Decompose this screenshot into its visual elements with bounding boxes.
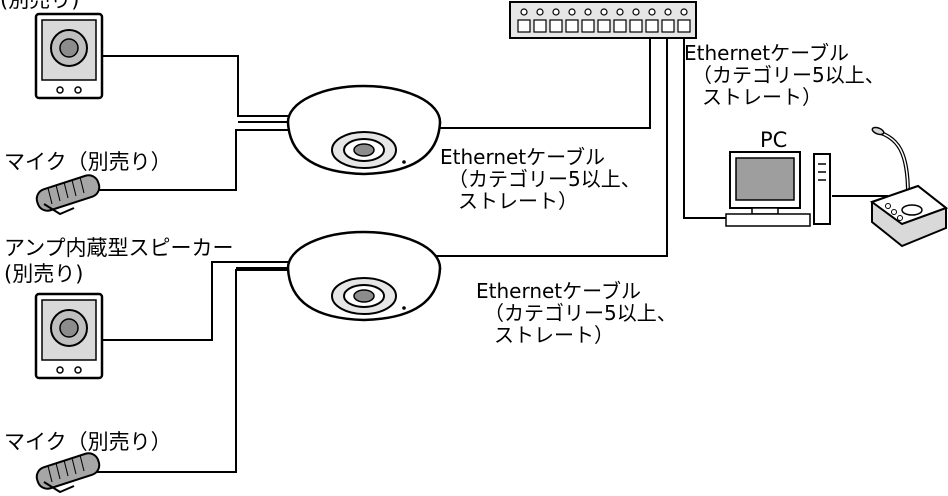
microphone-icon <box>35 174 101 216</box>
ethernet-cable-label: Ethernetケーブル （カテゴリー5以上、 ストレート） <box>684 42 885 108</box>
speaker-icon <box>34 292 104 380</box>
mic2-cable <box>96 269 292 473</box>
pc-ethernet-cable <box>683 38 728 219</box>
mic1-label: マイク（別売り） <box>4 150 172 174</box>
ethernet-label-line: ストレート） <box>494 323 614 347</box>
camera1-ethernet-cable <box>436 38 651 129</box>
ethernet-label-line: ストレート） <box>702 85 822 109</box>
ethernet-label-line: （カテゴリー5以上、 <box>692 63 885 87</box>
ethernet-label-line: Ethernetケーブル <box>684 41 849 65</box>
camera2-ethernet-cable <box>436 38 668 257</box>
speaker1-caption: (別売り) <box>0 0 80 12</box>
speaker-icon <box>34 12 104 100</box>
mic1-cable <box>96 129 292 191</box>
ethernet-cable-label: Ethernetケーブル （カテゴリー5以上、 ストレート） <box>440 146 641 212</box>
ethernet-label-line: Ethernetケーブル <box>440 145 605 169</box>
speaker2-cable <box>102 261 292 341</box>
speaker1-cable <box>102 55 292 117</box>
microphone-icon <box>35 452 101 494</box>
pc-label: PC <box>760 128 788 152</box>
pc-icon <box>725 151 831 227</box>
mic2-label: マイク（別売り） <box>4 430 172 454</box>
dome-camera-icon <box>286 84 442 176</box>
ethernet-label-line: ストレート） <box>458 189 578 213</box>
ethernet-label-line: Ethernetケーブル <box>476 279 641 303</box>
ethernet-cable-label: Ethernetケーブル （カテゴリー5以上、 ストレート） <box>476 280 677 346</box>
dome-camera-icon <box>286 230 442 322</box>
desk-microphone-icon <box>869 126 948 248</box>
speaker2-label: アンプ内蔵型スピーカー <box>4 236 234 260</box>
network-switch-icon <box>509 1 697 39</box>
speaker2-caption: (別売り) <box>4 262 84 286</box>
ethernet-label-line: （カテゴリー5以上、 <box>448 167 641 191</box>
ethernet-label-line: （カテゴリー5以上、 <box>484 301 677 325</box>
